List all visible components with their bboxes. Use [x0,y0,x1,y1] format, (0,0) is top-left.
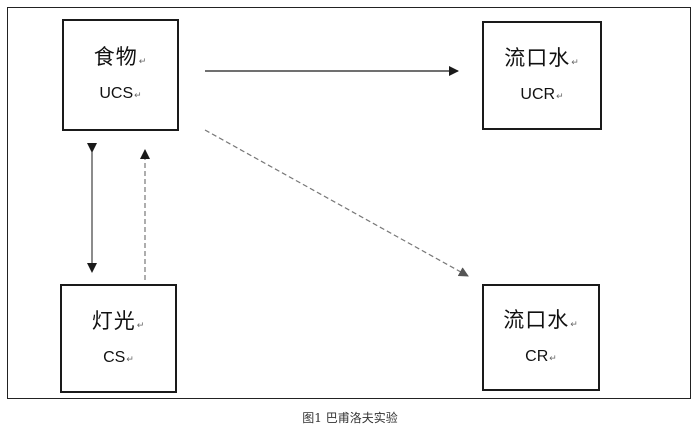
light-label: 灯光↵ [91,308,146,333]
salivation-ucr-box: 流口水↵ UCR↵ [482,21,602,130]
paragraph-mark-icon: ↵ [126,353,134,364]
ucs-label: UCS↵ [99,85,142,102]
diagram-frame [7,7,691,399]
paragraph-mark-icon: ↵ [570,319,579,330]
figure-caption: 图1 巴甫洛夫实验 [302,411,398,425]
paragraph-mark-icon: ↵ [138,57,148,67]
light-cs-box: 灯光↵ CS↵ [60,284,177,393]
paragraph-mark-icon: ↵ [571,57,580,68]
food-ucs-box: 食物↵ UCS↵ [62,19,179,131]
paragraph-mark-icon: ↵ [549,352,557,363]
paragraph-mark-icon: ↵ [556,90,564,101]
salivation-label: 流口水↵ [504,45,580,70]
cr-label: CR↵ [525,347,557,365]
paragraph-mark-icon: ↵ [136,320,146,331]
salivation-cr-box: 流口水↵ CR↵ [482,284,600,391]
cs-label: CS↵ [103,348,134,366]
food-label: 食物↵ [93,45,148,69]
ucr-label: UCR↵ [520,85,564,103]
paragraph-mark-icon: ↵ [134,90,142,100]
food-to-cr-dashed-arrow [204,129,469,277]
salivation-label: 流口水↵ [503,307,579,332]
